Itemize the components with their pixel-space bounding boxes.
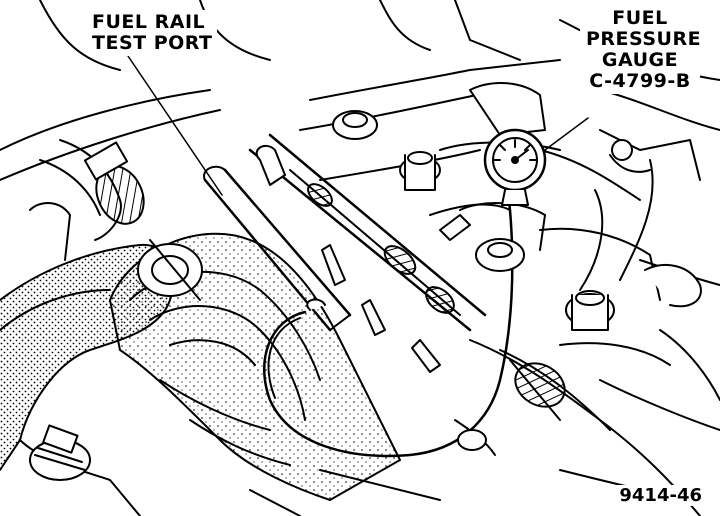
fuel-pressure-gauge-line-2: PRESSURE [586, 28, 702, 50]
fuel-pressure-gauge-line-3: GAUGE [601, 49, 679, 71]
fuel-pressure-gauge-label: FUEL PRESSURE GAUGE C-4799-B [580, 6, 702, 94]
fuel-rail-test-port-line-2: TEST PORT [92, 32, 213, 54]
figure-number: 9414-46 [615, 485, 706, 506]
fuel-pressure-gauge-line-4: C-4799-B [589, 70, 691, 92]
fuel-pressure-gauge-line-1: FUEL [612, 7, 668, 29]
fuel-rail-test-port-line-1: FUEL RAIL [92, 11, 206, 33]
fuel-rail-test-port-label: FUEL RAIL TEST PORT [88, 10, 217, 56]
